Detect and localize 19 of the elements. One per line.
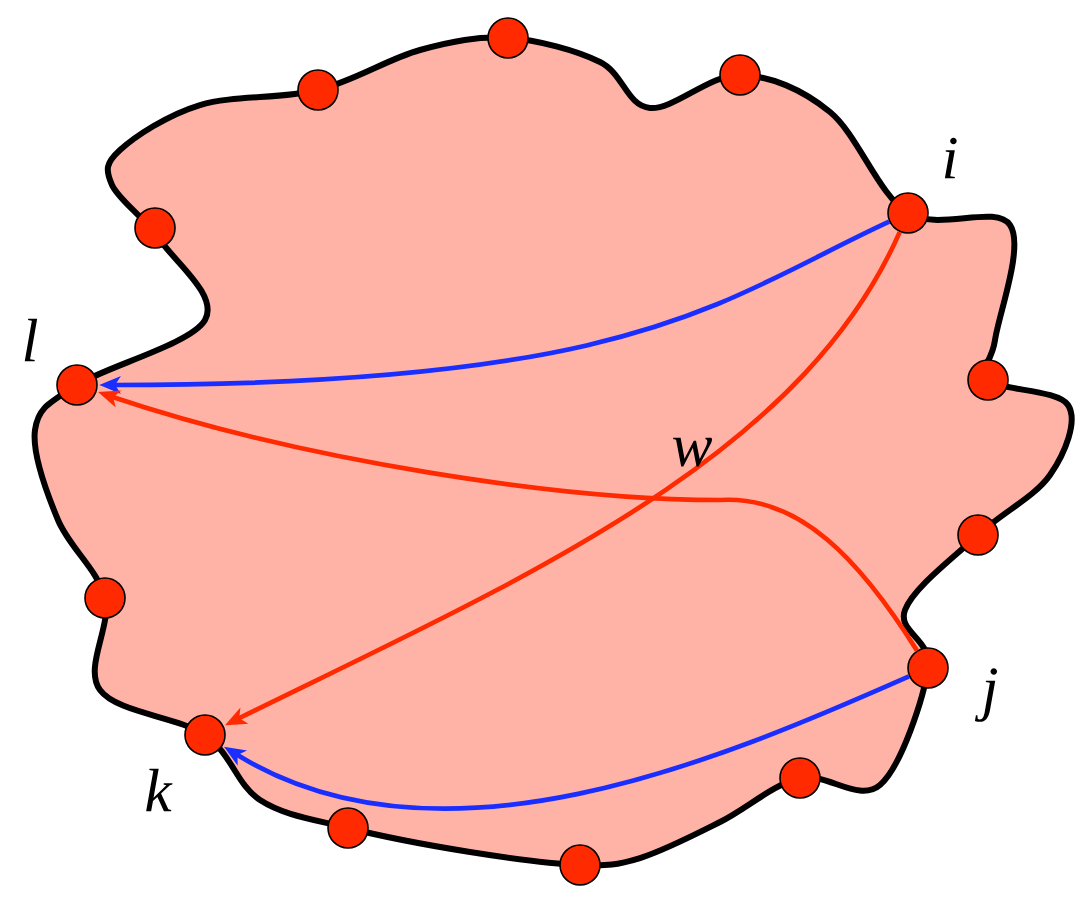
vertex-label: l: [24, 318, 38, 362]
vertex-dot: [487, 17, 529, 59]
vertex-dot: [719, 54, 761, 96]
vertex-dot: [327, 807, 369, 849]
vertex-dot: [907, 647, 949, 689]
vertex-label: i: [944, 137, 957, 179]
vertex-dot: [887, 192, 929, 234]
vertex-dot: [297, 69, 339, 111]
vertex-dot: [957, 514, 999, 556]
vertex-dot: [779, 757, 821, 799]
vertex-dot: [184, 714, 226, 756]
point-label: w: [673, 437, 712, 467]
vertex-dot: [559, 844, 601, 886]
vertex-label: k: [146, 768, 173, 812]
vertex-label: j: [974, 668, 998, 722]
vertex-dot: [134, 207, 176, 249]
vertex-dot: [84, 577, 126, 619]
vertex-dot: [967, 359, 1009, 401]
vertex-dot: [56, 364, 98, 406]
